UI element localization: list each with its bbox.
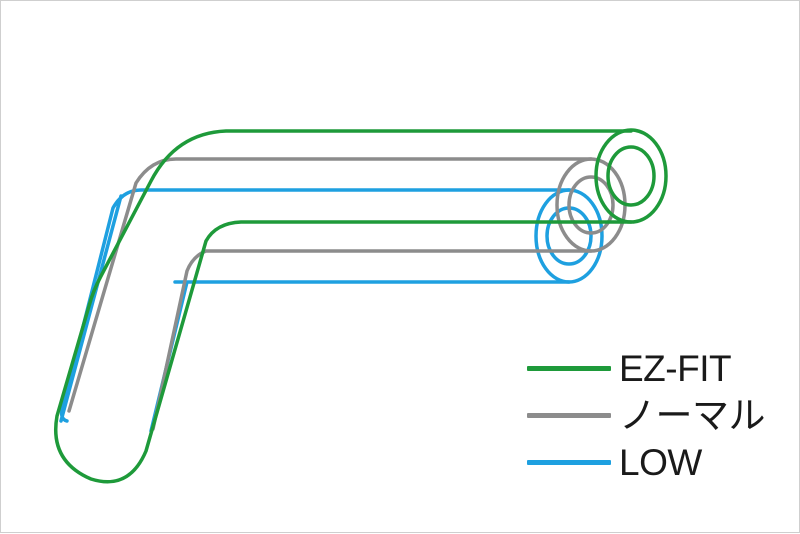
legend-swatch-ezfit xyxy=(527,366,611,371)
handlebar-ezfit xyxy=(54,128,668,484)
handlebar-low-outer-ring xyxy=(534,188,604,284)
legend-swatch-normal xyxy=(527,413,611,418)
handlebar-normal-inner-ring xyxy=(567,175,615,235)
handlebar-ezfit-outline xyxy=(54,129,633,484)
legend-label-ezfit: EZ-FIT xyxy=(619,347,732,389)
legend-label-low: LOW xyxy=(619,441,702,483)
handlebar-normal-outline xyxy=(67,157,593,431)
legend-swatch-low xyxy=(527,460,611,465)
handlebar-ezfit-outer-ring xyxy=(594,128,668,224)
handlebar-low xyxy=(59,188,604,433)
legend-label-normal: ノーマル xyxy=(619,394,766,436)
legend-item-ezfit: EZ-FIT xyxy=(527,345,787,392)
handlebar-low-outline xyxy=(59,188,571,433)
legend: EZ-FIT ノーマル LOW xyxy=(527,345,787,486)
legend-item-low: LOW xyxy=(527,439,787,486)
legend-item-normal: ノーマル xyxy=(527,392,787,439)
handlebar-ezfit-inner-ring xyxy=(606,145,656,207)
